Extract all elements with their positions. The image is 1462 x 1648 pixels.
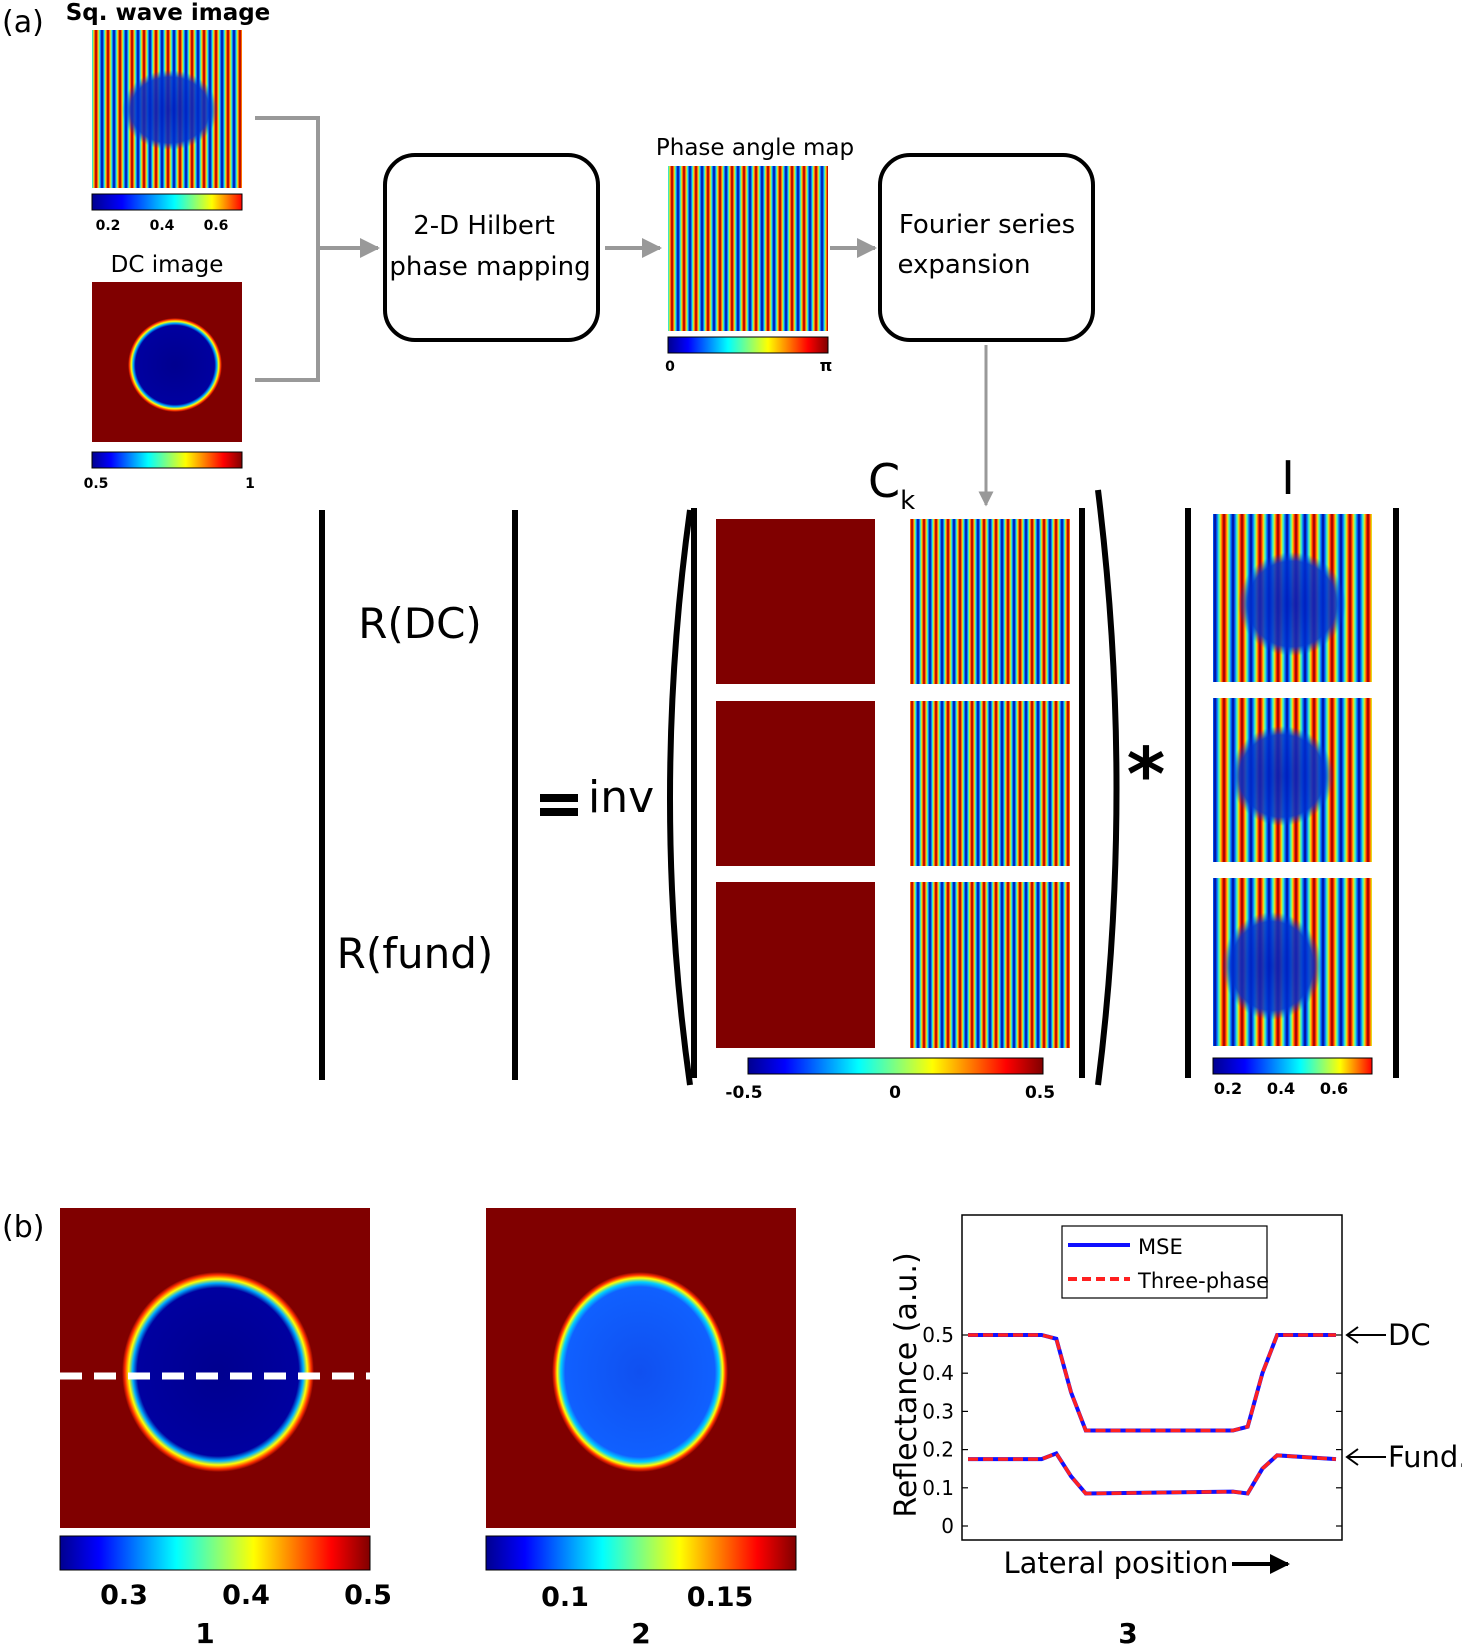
hilbert-line2: phase mapping: [389, 252, 590, 282]
sq-wave-tick: 0.4: [150, 218, 175, 234]
sq-wave-tick: 0.2: [96, 218, 121, 234]
i-colorbar: [1212, 1057, 1373, 1075]
result-2-caption: 2: [631, 1617, 650, 1648]
ck-image-fund-1: [910, 519, 1070, 684]
x-axis-label: Lateral position: [1004, 1546, 1229, 1580]
y-tick-label: 0.1: [922, 1476, 954, 1500]
y-tick-label: 0: [941, 1514, 954, 1538]
ck-image-fund-2: [910, 701, 1070, 866]
reflectance-plot: 0 0.1 0.2 0.3 0.4 0.5 MSE Three-phase Lateral…: [889, 1214, 1462, 1580]
dc-tick: 0.5: [84, 476, 109, 492]
paren-right: [1095, 489, 1120, 1086]
multiply-star: *: [1127, 732, 1166, 818]
i-image-3: [1213, 878, 1372, 1046]
y-tick-label: 0.5: [922, 1323, 954, 1347]
y-tick-label: 0.2: [922, 1438, 954, 1462]
dc-tick: 1: [245, 476, 255, 492]
result-1-tick: 0.3: [100, 1580, 148, 1611]
hilbert-line1: 2-D Hilbert: [413, 211, 555, 241]
paren-left: [667, 509, 693, 1086]
ck-tick: -0.5: [725, 1083, 762, 1103]
dc-image: [92, 282, 242, 442]
result-1-caption: 1: [195, 1617, 214, 1648]
result-image-1: [60, 1208, 370, 1528]
result-1-tick: 0.4: [222, 1580, 270, 1611]
result-2-tick: 0.15: [687, 1582, 754, 1613]
phase-title: Phase angle map: [656, 135, 854, 161]
fund-annotation-arrowhead: [1345, 1448, 1359, 1466]
i-label: I: [1281, 451, 1295, 505]
sq-wave-title: Sq. wave image: [66, 0, 271, 26]
dc-annotation-arrowhead: [1345, 1326, 1359, 1344]
y-axis-ticks: 0 0.1 0.2 0.3 0.4 0.5: [922, 1323, 1342, 1538]
i-tick: 0.2: [1214, 1079, 1242, 1098]
r-dc-label: R(DC): [358, 599, 482, 648]
fourier-line2: expansion: [898, 250, 1031, 280]
hilbert-box: [383, 153, 600, 342]
dc-title: DC image: [111, 252, 224, 278]
i-image-2: [1213, 698, 1372, 862]
input-connector: [255, 116, 380, 382]
legend: MSE Three-phase: [1061, 1225, 1269, 1299]
result-1-colorbar: [59, 1535, 371, 1571]
i-tick: 0.6: [1320, 1079, 1348, 1098]
legend-three-phase-label: Three-phase: [1137, 1269, 1269, 1293]
phase-tick: π: [820, 356, 833, 375]
y-axis-label: Reflectance (a.u.): [889, 1252, 924, 1517]
y-tick-label: 0.3: [922, 1399, 954, 1423]
plot-series: [968, 1333, 1337, 1496]
sq-wave-image: [92, 30, 242, 188]
ck-image-fund-3: [910, 882, 1070, 1048]
series-three-phase-dc-line: [968, 1333, 1336, 1433]
sq-wave-colorbar: [91, 193, 243, 211]
fourier-line1: Fourier series: [899, 210, 1075, 240]
ck-tick: 0.5: [1025, 1083, 1055, 1103]
phase-tick: 0: [665, 359, 675, 375]
plot-caption: 3: [1118, 1617, 1137, 1648]
i-tick: 0.4: [1267, 1079, 1295, 1098]
result-2-colorbar: [485, 1535, 797, 1571]
ck-image-dc-1: [716, 519, 875, 684]
dc-colorbar: [91, 451, 243, 469]
ck-image-dc-2: [716, 701, 875, 866]
fund-annotation: Fund.: [1388, 1440, 1462, 1474]
y-tick-label: 0.4: [922, 1361, 954, 1385]
sq-wave-tick: 0.6: [204, 218, 229, 234]
ck-tick: 0: [889, 1083, 901, 1103]
r-fund-label: R(fund): [337, 929, 494, 978]
ck-colorbar: [747, 1057, 1044, 1075]
inv-label: inv: [588, 772, 654, 823]
i-image-1: [1213, 514, 1372, 682]
legend-box: [1061, 1225, 1268, 1299]
phase-image: [668, 166, 828, 331]
panel-b-label: (b): [2, 1210, 44, 1245]
fourier-box: [878, 153, 1095, 342]
result-image-2: [486, 1208, 796, 1528]
dc-annotation: DC: [1388, 1318, 1431, 1352]
phase-colorbar: [667, 336, 829, 354]
series-three-phase-fund-line: [968, 1451, 1337, 1496]
legend-mse-label: MSE: [1138, 1235, 1183, 1259]
equals-sign: [540, 794, 578, 816]
panel-a-label: (a): [2, 5, 44, 40]
result-1-tick: 0.5: [344, 1580, 392, 1611]
ck-image-dc-3: [716, 882, 875, 1048]
result-2-tick: 0.1: [541, 1582, 589, 1613]
ck-label: Ck: [868, 454, 915, 516]
